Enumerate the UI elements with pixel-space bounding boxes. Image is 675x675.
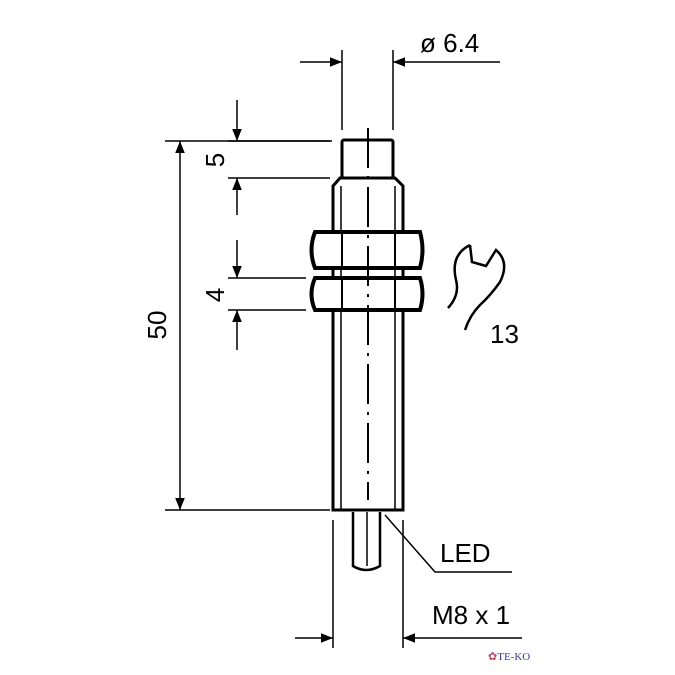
logo-text: TE-KO [497,651,531,663]
logo: ✿TE-KO [488,650,530,663]
wrench-size-label: 13 [490,319,519,349]
length-dimension [165,140,330,511]
length-label: 50 [142,311,172,340]
tip-dimension [228,100,332,215]
tip-length-label: 5 [200,153,230,167]
led-leader [384,514,512,573]
led-label: LED [440,538,491,568]
nut-dimension [228,240,306,350]
diameter-label: ø 6.4 [420,28,479,58]
logo-icon: ✿ [488,651,498,663]
wrench-icon [447,243,506,331]
diameter-dimension [300,50,500,130]
thread-label: M8 x 1 [432,600,510,630]
nut-thickness-label: 4 [200,288,230,302]
cable [351,512,382,572]
thread-dimension [295,520,522,648]
